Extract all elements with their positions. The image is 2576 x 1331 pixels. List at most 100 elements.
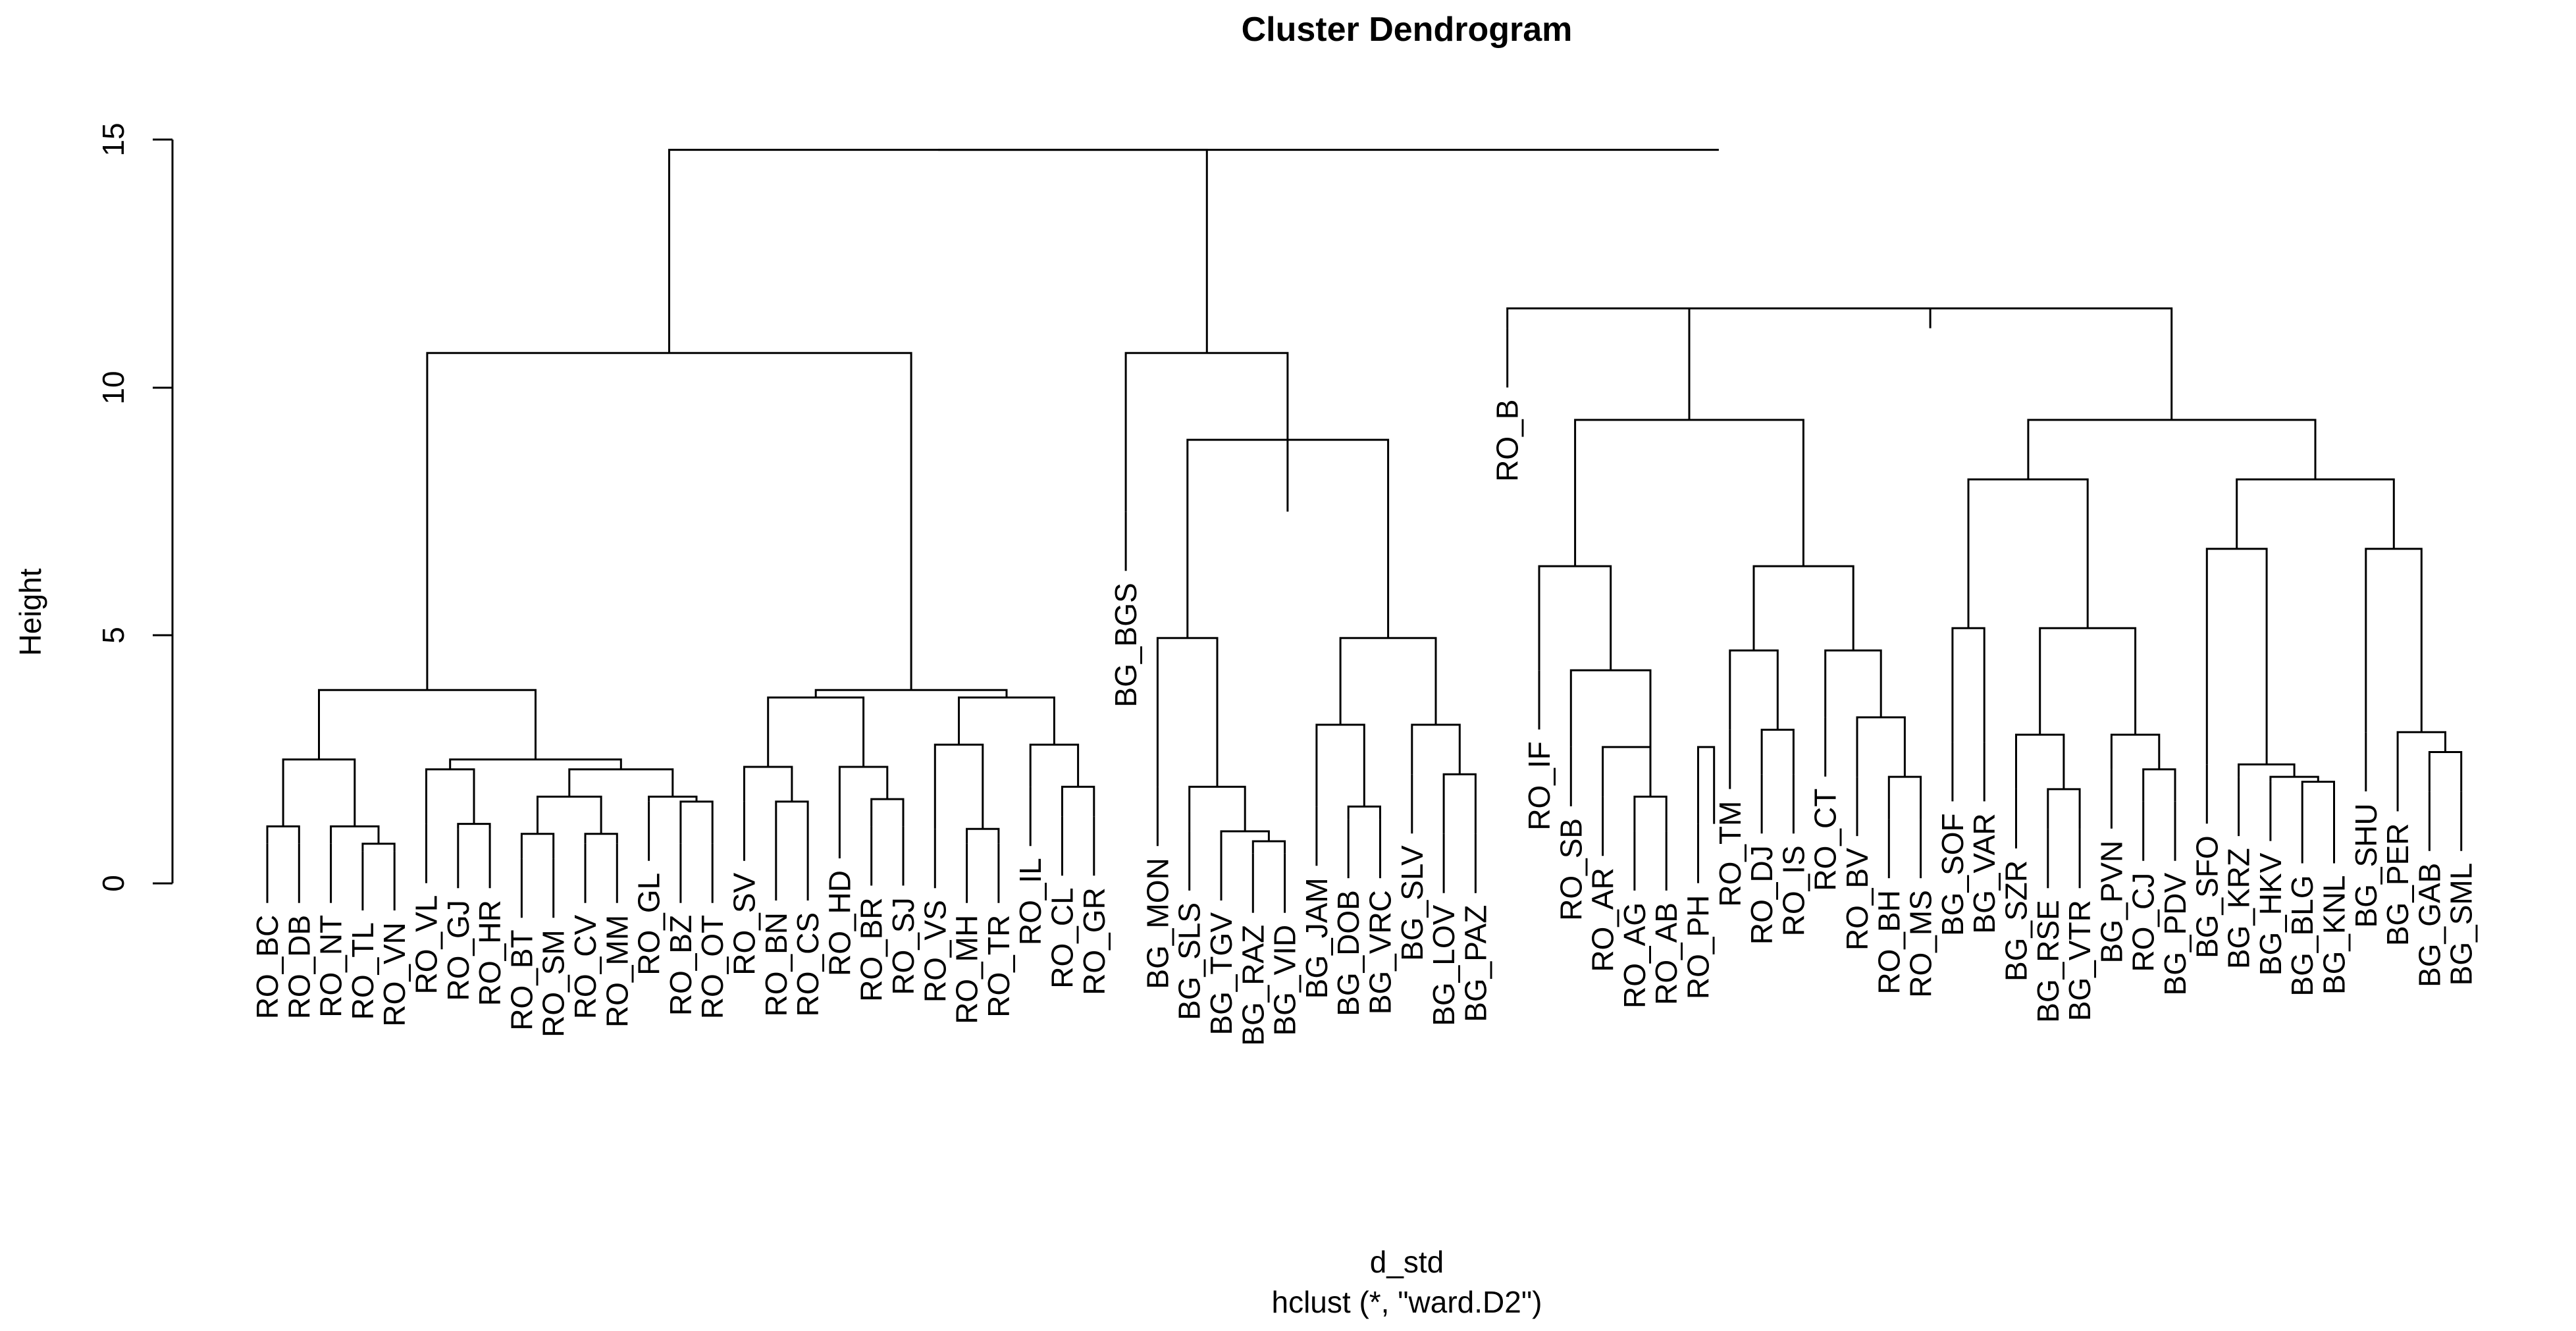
merge-branch-45 — [1887, 775, 1922, 820]
subtitle: hclust (*, "ward.D2") — [1272, 1285, 1542, 1319]
merge-branch-64 — [2236, 478, 2395, 549]
merge-branch-33 — [1411, 723, 1461, 775]
merge-branch-65 — [2027, 419, 2317, 480]
merge-branch-38 — [1633, 795, 1668, 831]
merge-branch-27 — [1220, 830, 1270, 841]
merge-branch-55 — [2039, 627, 2137, 735]
leaf-label: RO_TL — [346, 922, 380, 1020]
y-tick-label-0: 0 — [96, 875, 130, 892]
leaf-label: RO_B — [1490, 400, 1525, 482]
merge-branch-0 — [266, 825, 300, 844]
merge-branch-9 — [679, 800, 714, 844]
leaf-label: BG_SML — [2444, 863, 2479, 986]
leaf-label: RO_OT — [695, 915, 729, 1019]
merge-branch-56 — [1967, 478, 2089, 629]
leaf-label: BG_SOF — [1935, 813, 1970, 936]
merge-branch-46 — [1856, 716, 1906, 777]
merge-branch-67 — [1506, 307, 1932, 328]
merge-branch-1 — [361, 843, 396, 852]
merge-branch-50 — [1951, 627, 1985, 743]
leaf-label: BG_SLS — [1172, 902, 1207, 1020]
leaf-label: RO_BN — [759, 912, 793, 1016]
leaf-label: BG_PDV — [2158, 872, 2192, 995]
leaf-label: BG_RAZ — [1236, 925, 1270, 1046]
merge-branch-32 — [1442, 773, 1477, 834]
leaf-label: RO_SJ — [886, 897, 920, 995]
leaf-label: BG_RSE — [2031, 900, 2065, 1023]
leaf-label: RO_VL — [409, 895, 444, 995]
leaf-label: RO_CT — [1808, 789, 1843, 891]
merge-branch-39 — [1602, 746, 1652, 797]
leaf-label: RO_BC — [250, 915, 284, 1019]
leaf-label: RO_NT — [314, 915, 348, 1018]
leaf-label: BG_LOV — [1427, 904, 1461, 1026]
leaf-label: RO_SV — [727, 872, 762, 975]
leaf-label: BG_PAZ — [1458, 905, 1492, 1022]
merge-branch-18 — [767, 696, 865, 767]
merge-branch-19 — [966, 827, 1000, 844]
leaf-label: BG_VRC — [1363, 890, 1398, 1014]
merge-branch-22 — [1029, 743, 1080, 787]
merge-branch-13 — [318, 689, 537, 760]
leaf-label: RO_AB — [1649, 902, 1683, 1005]
leaf-label: BG_VAR — [1967, 813, 2001, 933]
leaf-label: BG_DOB — [1331, 890, 1365, 1016]
merge-branch-25 — [426, 352, 912, 691]
merge-branch-34 — [1339, 637, 1437, 725]
merge-branch-29 — [1156, 637, 1219, 787]
merge-branch-52 — [2015, 733, 2065, 789]
merge-branch-53 — [2142, 768, 2176, 802]
leaf-label: RO_BZ — [664, 915, 698, 1016]
leaf-label: BG_PER — [2380, 823, 2415, 947]
merge-branch-51 — [2047, 788, 2081, 829]
leaf-label: RO_MS — [1904, 890, 1938, 998]
x-axis-label: d_std — [1370, 1245, 1444, 1279]
merge-branch-44 — [1729, 649, 1779, 730]
leaf-label: BG_SLV — [1395, 845, 1429, 961]
leaf-label: RO_VS — [918, 900, 952, 1003]
leaf-label: RO_AG — [1617, 902, 1652, 1008]
merge-branch-8 — [537, 795, 602, 834]
leaf-label: BG_HKV — [2253, 852, 2288, 976]
merge-branch-6 — [520, 833, 555, 859]
y-axis-label: Height — [13, 568, 47, 656]
leaf-label: BG_KRZ — [2222, 848, 2256, 969]
merge-branch-14 — [775, 800, 809, 841]
leaf-label: BG_KNL — [2317, 875, 2352, 995]
leaf-label: RO_SM — [537, 929, 571, 1037]
leaf-label: RO_HD — [822, 870, 856, 976]
leaf-label: BG_SZR — [1999, 860, 2034, 981]
merge-branch-57 — [2301, 781, 2335, 804]
merge-branch-54 — [2110, 733, 2161, 770]
dendrogram-tree — [266, 149, 2463, 918]
y-tick-label-15: 15 — [96, 122, 130, 156]
leaf-label: RO_GL — [632, 873, 666, 976]
merge-branch-42 — [1538, 565, 1612, 671]
merge-branch-24 — [814, 689, 1008, 698]
merge-branch-7 — [584, 833, 618, 844]
merge-branch-16 — [870, 798, 905, 827]
merge-branch-15 — [743, 766, 793, 802]
leaf-label: RO_AR — [1586, 868, 1620, 972]
merge-branch-60 — [2205, 548, 2268, 765]
leaf-label: RO_BV — [1840, 848, 1874, 951]
y-tick-labels: 0 5 10 15 — [96, 122, 130, 891]
merge-branch-43 — [1760, 729, 1795, 775]
leaf-label: RO_GR — [1077, 887, 1111, 995]
leaf-label: RO_BT — [504, 929, 539, 1030]
leaf-labels: RO_BCRO_DBRO_NTRO_TLRO_VNRO_VLRO_GJRO_HR… — [250, 400, 2479, 1046]
merge-branch-4 — [457, 823, 491, 829]
leaf-label: RO_MH — [950, 915, 984, 1024]
merge-branch-2 — [330, 825, 380, 844]
leaf-label: RO_VN — [377, 922, 411, 1026]
leaf-label: RO_IS — [1776, 845, 1810, 936]
y-tick-label-10: 10 — [96, 371, 130, 404]
merge-branch-5 — [425, 768, 475, 824]
leaf-label: BG_GAB — [2412, 863, 2446, 987]
y-tick-label-5: 5 — [96, 627, 130, 644]
leaf-label: RO_BR — [854, 897, 889, 1001]
leaf-label: BG_SHU — [2349, 803, 2383, 927]
merge-branch-12 — [449, 758, 622, 770]
leaf-label: RO_IL — [1013, 858, 1047, 945]
